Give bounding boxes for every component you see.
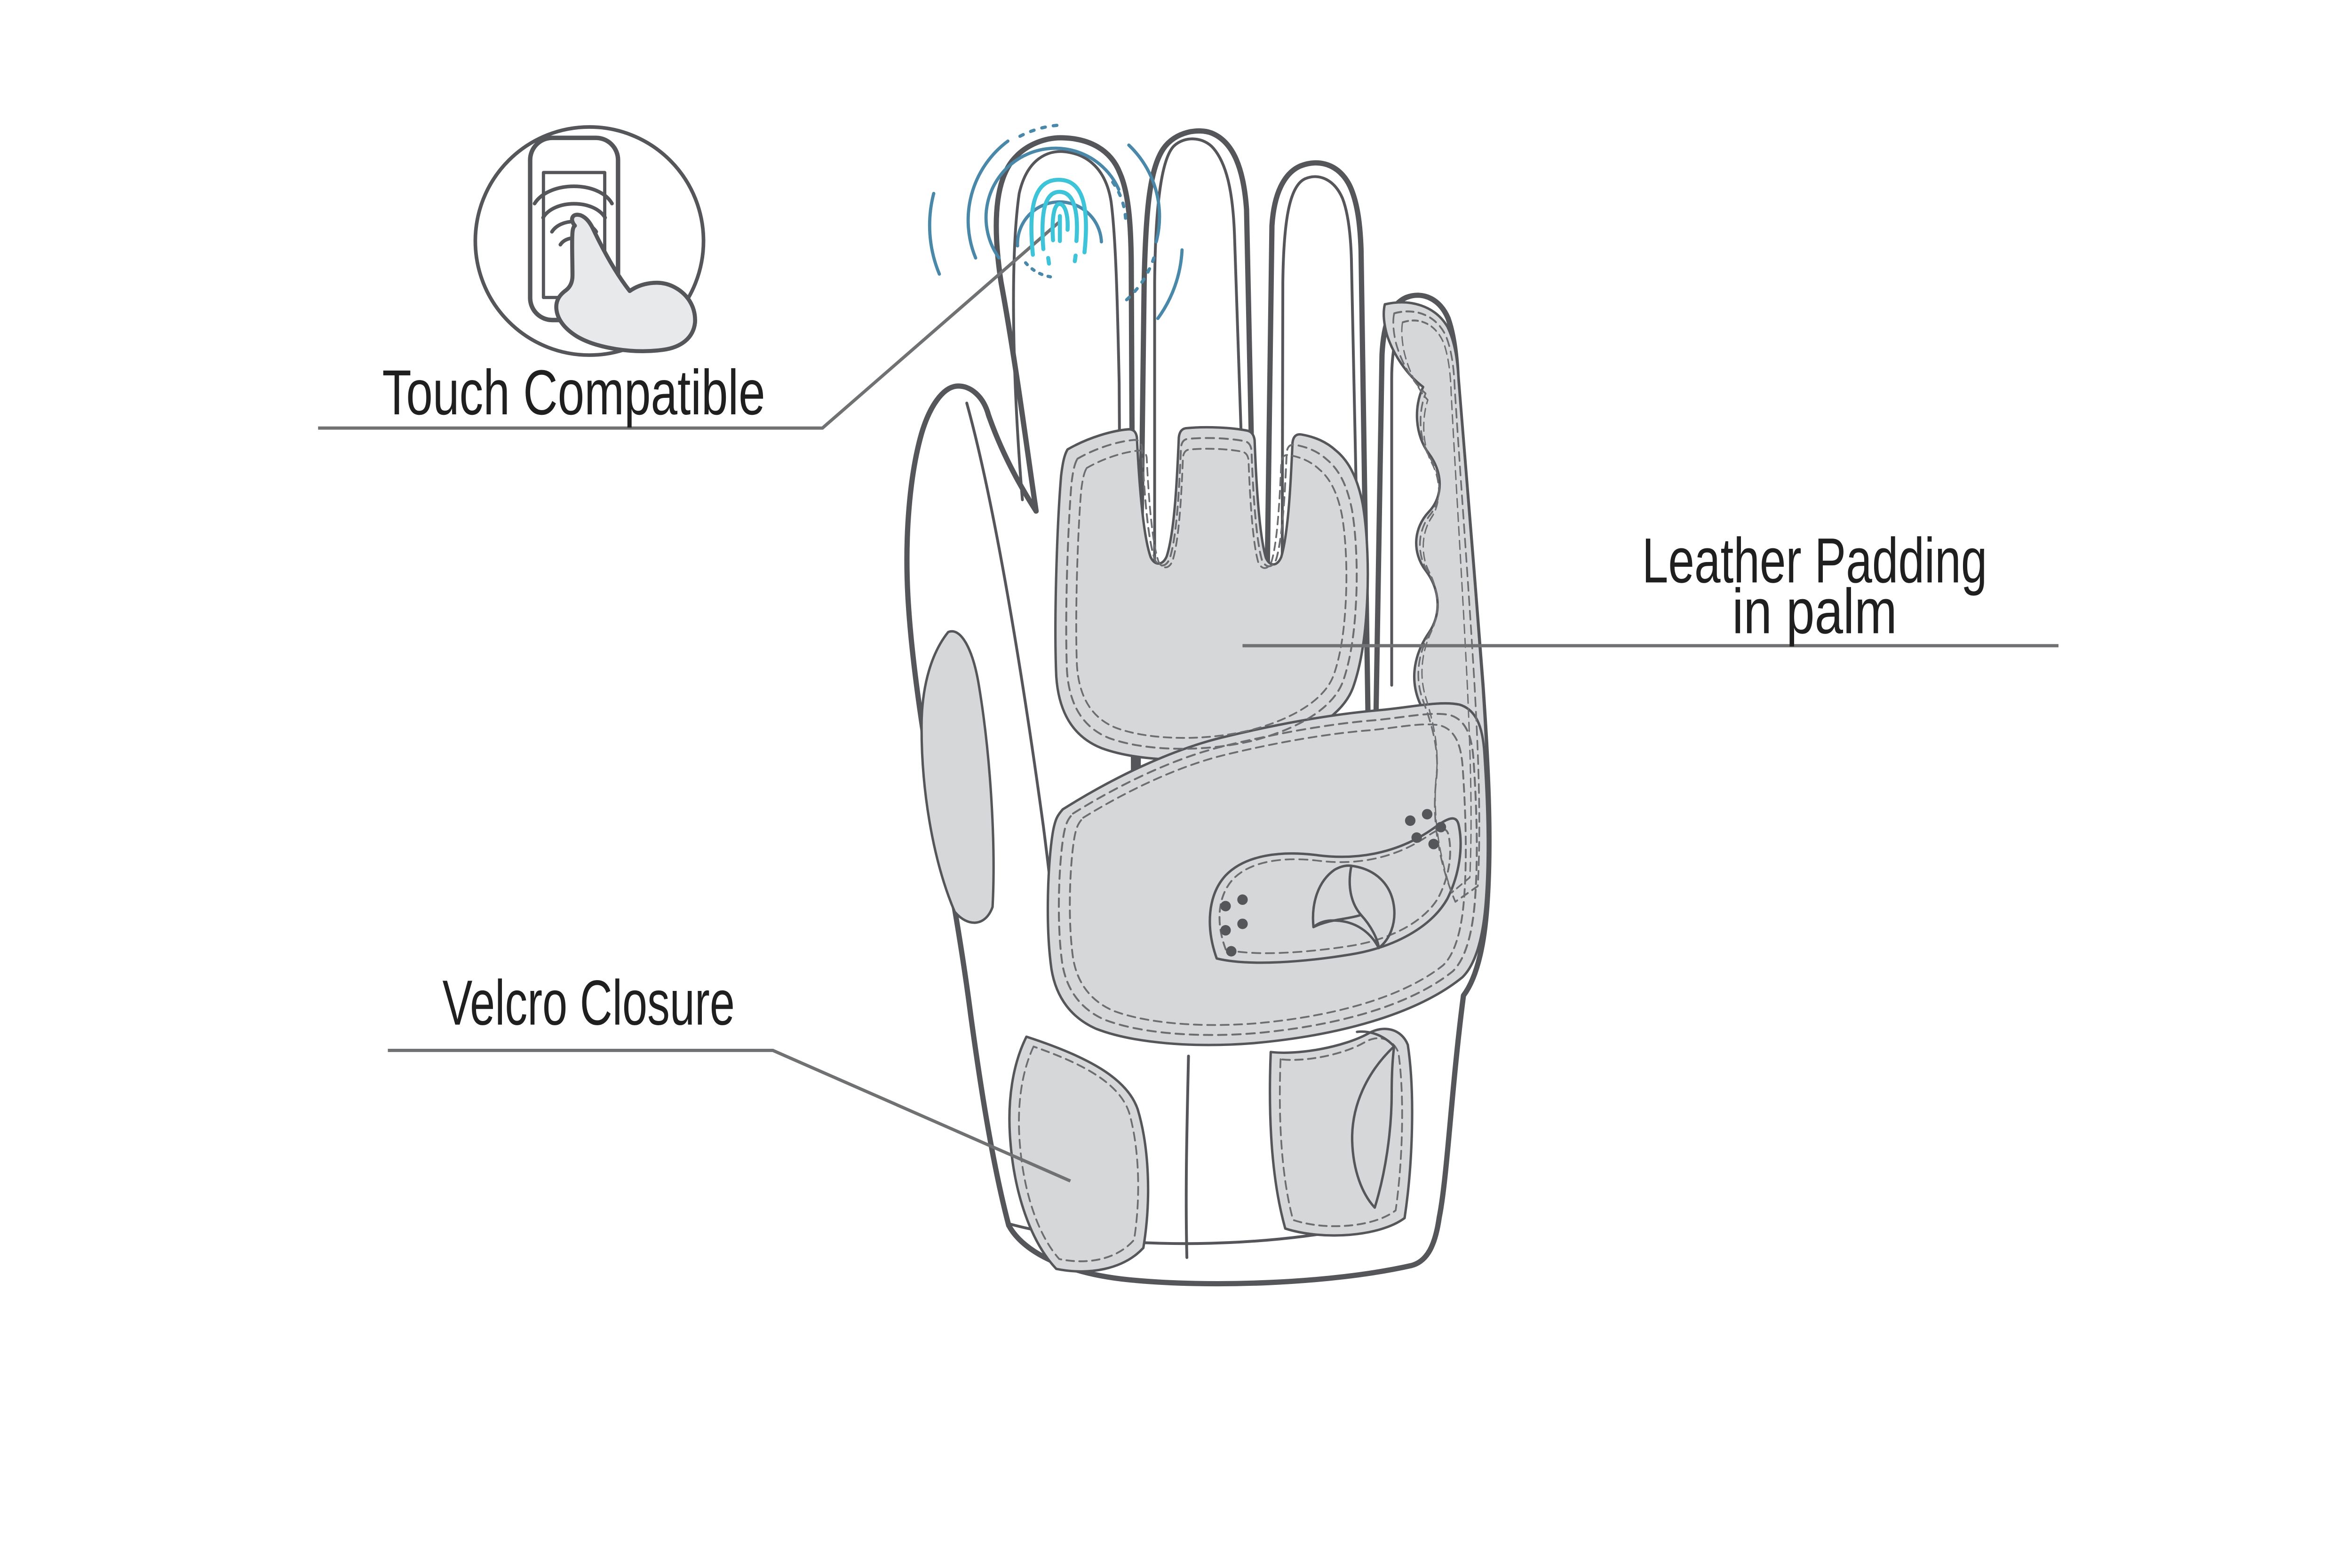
label-touch-compatible: Touch Compatible (382, 356, 765, 428)
triangle-logo-blade (1312, 913, 1362, 928)
fingerprint-glyph (1029, 177, 1088, 266)
fingerprint-outer-ring-dashed (1024, 261, 1057, 279)
perforation-dot (1220, 901, 1231, 911)
ripple-arc-dashed (1119, 256, 1156, 307)
fingerprint-ridge (1029, 177, 1088, 257)
ripple-arc-dashed (1111, 180, 1128, 228)
fingerprint-ridge (1050, 202, 1070, 243)
ripple-arc-dashed (1018, 123, 1066, 138)
glove-pads (920, 302, 1489, 1271)
ripple-arc (966, 139, 1010, 260)
perforation-dots (1220, 809, 1446, 957)
swoosh-logo-icon (1351, 1030, 1396, 1209)
label-velcro-closure: Velcro Closure (443, 967, 735, 1038)
signal-wave (532, 184, 614, 206)
swoosh-hook (1356, 1030, 1396, 1048)
ring-finger-inner-seam (1280, 175, 1361, 647)
diagram-canvas: Touch Compatible Leather Padding in palm… (318, 123, 2059, 1287)
fingerprint-ripple-arcs (928, 123, 1184, 320)
triangle-brand-logo-icon (1311, 864, 1396, 950)
fingerprint-ridge (1040, 190, 1079, 251)
glove-illustration (904, 128, 1492, 1287)
fingerprint-tick (1073, 253, 1078, 263)
label-leather-padding-line2: in palm (1732, 575, 1897, 647)
fingerprint-outer-ring (1016, 200, 1103, 248)
leader-lines (318, 221, 2059, 1183)
ripple-arc (1127, 143, 1161, 244)
perforation-dot (1237, 919, 1248, 929)
perforation-dot (1411, 832, 1422, 843)
perforation-dot (1220, 925, 1231, 936)
wrist-seam (1184, 1054, 1190, 1259)
ripple-arc (928, 191, 941, 276)
phone-touch-icon (473, 125, 706, 357)
fingerprint-scan-icon (928, 123, 1184, 320)
perforation-dot (1237, 894, 1248, 905)
velcro-closure-leader-line (388, 1049, 1071, 1183)
signal-wave (541, 202, 607, 220)
triangle-logo-outline (1311, 864, 1396, 950)
perforation-dot (1422, 809, 1433, 820)
fingerprint-tick (1046, 256, 1051, 266)
callout-labels: Touch Compatible Leather Padding in palm… (382, 356, 1987, 1038)
perforation-dot (1226, 946, 1237, 957)
index-finger-inner-seam (1012, 150, 1122, 647)
thumb-side-pad (920, 630, 995, 924)
glove-feature-diagram: Touch Compatible Leather Padding in palm… (318, 123, 2059, 1287)
pointing-hand (554, 213, 697, 353)
perforation-dot (1428, 839, 1439, 849)
perforation-dot (1435, 822, 1446, 832)
ripple-arc (1156, 248, 1184, 320)
ripple-arc (984, 146, 1120, 260)
touch-compatible-leader-line (318, 221, 1060, 430)
swoosh-blade (1351, 1045, 1396, 1209)
perforation-dot (1405, 815, 1416, 826)
label-leather-padding-line1: Leather Padding (1642, 524, 1987, 596)
